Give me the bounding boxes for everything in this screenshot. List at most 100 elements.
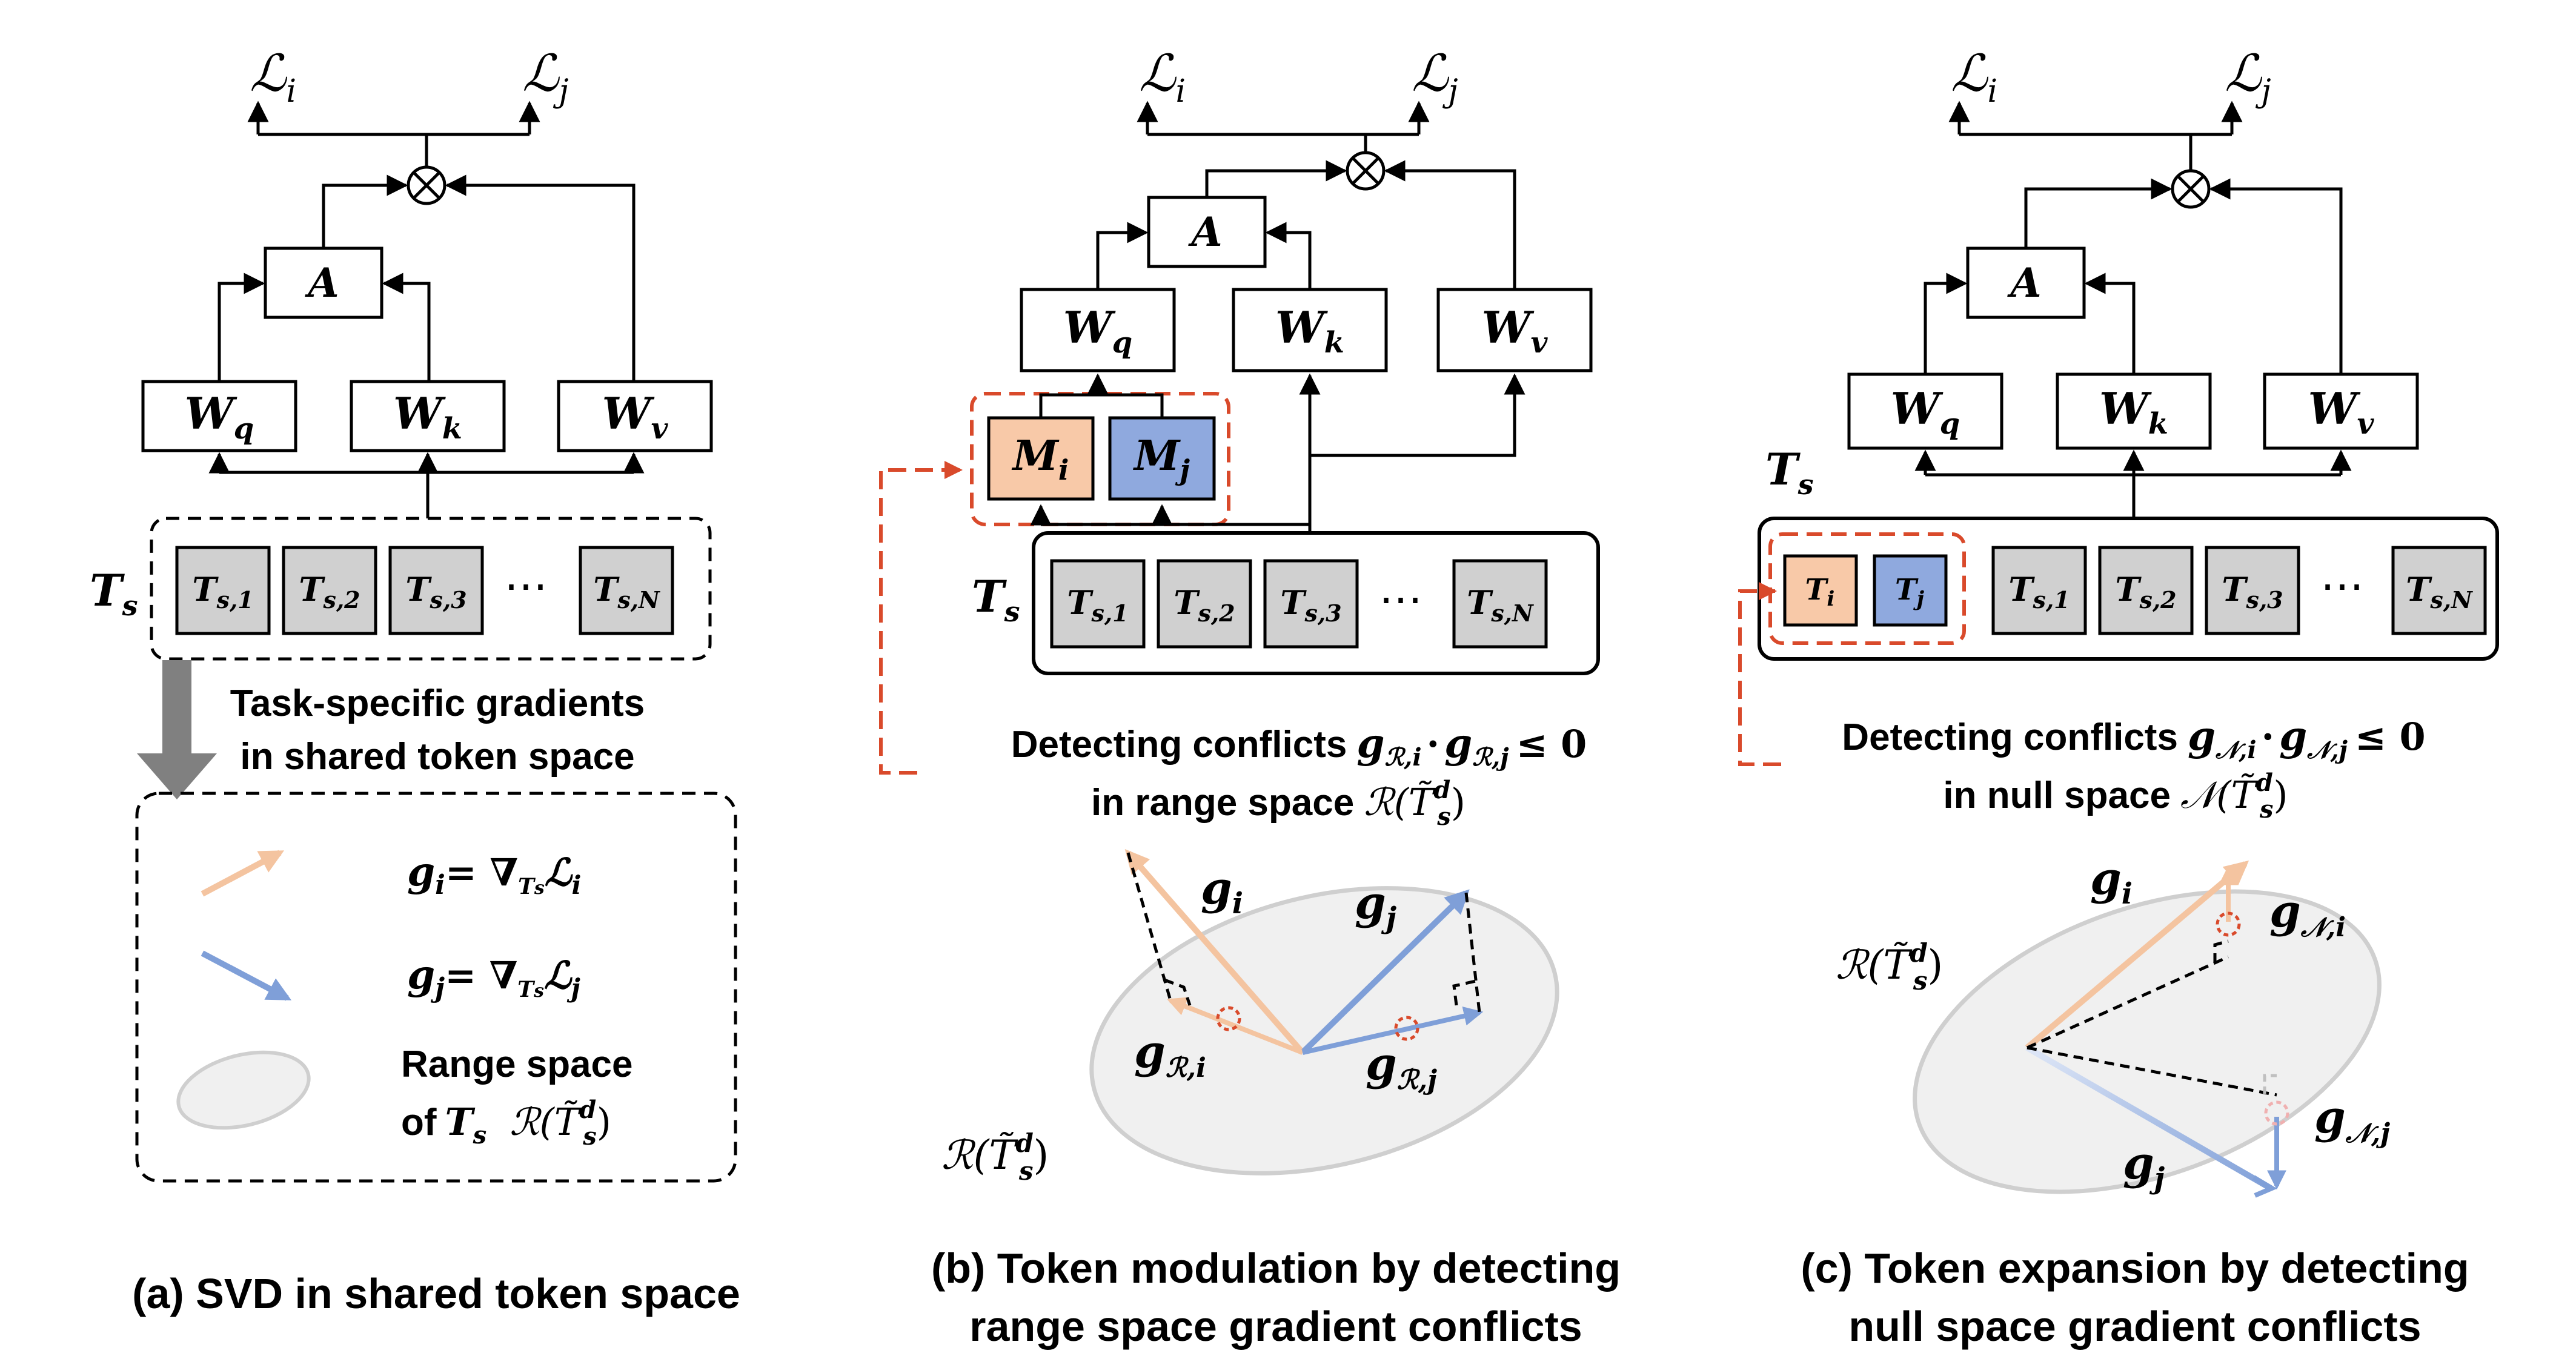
svg-text:Mj: Mj — [1133, 432, 1190, 486]
caption-a: (a) SVD in shared token space — [132, 1270, 740, 1317]
legend-gj: gj= ∇Tsℒj — [407, 951, 580, 1004]
shared-token-box-b — [1032, 531, 1600, 675]
svg-text:Ts,1: Ts,1 — [1067, 583, 1128, 627]
wk-box-c: Wk — [2056, 372, 2212, 450]
attention-box — [264, 246, 383, 319]
token-to-w-connectors — [208, 452, 645, 518]
gradient-note-line1: Task-specific gradients — [230, 683, 645, 724]
feedback-path-b — [879, 461, 963, 775]
grj-label-b: gℛ,j — [1366, 1038, 1437, 1096]
gj-arrow-b — [1300, 889, 1470, 1055]
svg-text:Ts,2: Ts,2 — [299, 570, 360, 613]
token-sN-c: Ts,N — [2391, 546, 2487, 635]
svg-text:Tj: Tj — [1895, 573, 1925, 611]
panel-c: ℒi ℒj A Wq Wk — [1738, 44, 2499, 1350]
panel-b: ℒi ℒj A Wq Wk — [879, 44, 1621, 1350]
attention-connectors-b — [1205, 160, 1516, 289]
svg-text:Wv: Wv — [2308, 383, 2375, 441]
gi-label-b: gi — [1201, 862, 1243, 921]
conflict-marker-j-b — [1394, 1016, 1419, 1041]
legend-blue-arrow — [201, 950, 292, 1001]
token-ellipsis-a: ⋯ — [504, 560, 548, 611]
svg-text:Ts,N: Ts,N — [2406, 570, 2473, 613]
wq-box-c: Wq — [1847, 372, 2003, 450]
ts-label-b: Ts — [972, 570, 1020, 628]
loss-j-label-b: ℒj — [1412, 44, 1458, 110]
conflict-marker-i-c — [2216, 911, 2241, 937]
svg-text:Ts,1: Ts,1 — [192, 570, 253, 613]
caption-b-line1: (b) Token modulation by detecting — [931, 1245, 1621, 1292]
mj-box: Mj — [1108, 416, 1216, 501]
token-to-w-connectors-c — [1914, 449, 2352, 518]
ti-box: Ti — [1783, 554, 1858, 627]
right-angle-mark-c — [2263, 1074, 2277, 1094]
attention-box-b — [1147, 196, 1267, 268]
gradient-note-line2: in shared token space — [240, 736, 634, 778]
loss-arrows-c — [1948, 101, 2243, 171]
svg-text:Ts,2: Ts,2 — [2115, 570, 2176, 613]
svg-text:Wq: Wq — [1063, 302, 1132, 360]
loss-i-label-b: ℒi — [1139, 44, 1186, 110]
token-s3-b: Ts,3 — [1263, 559, 1359, 649]
gi-arrow-b — [1124, 848, 1305, 1055]
svg-text:Wv: Wv — [602, 388, 669, 446]
attention-label-b: A — [1187, 208, 1222, 256]
svg-text:Wk: Wk — [393, 388, 462, 446]
svg-text:Ts,N: Ts,N — [1467, 583, 1534, 627]
svg-text:Wq: Wq — [185, 388, 254, 446]
w-connectors — [217, 273, 431, 382]
loss-i-label: ℒi — [250, 44, 296, 110]
svg-text:Wk: Wk — [1275, 302, 1344, 360]
loss-i-label-c: ℒi — [1951, 44, 1997, 110]
gni-label-c: g𝒩,i — [2269, 885, 2346, 943]
legend-gi: gi= ∇Tsℒi — [407, 848, 581, 901]
attention-connectors — [322, 174, 636, 382]
svg-text:Ts,1: Ts,1 — [2008, 570, 2070, 613]
token-sN-b: Ts,N — [1452, 559, 1548, 649]
multiply-op-icon-c — [2171, 169, 2211, 209]
token-s3-c: Ts,3 — [2205, 546, 2300, 635]
legend-box — [135, 792, 737, 1183]
legend-range-line1: Range space — [401, 1043, 633, 1085]
wq-box-b: Wq — [1020, 288, 1176, 372]
wv-box: Wv — [557, 380, 713, 452]
svg-text:Ts,3: Ts,3 — [405, 570, 466, 613]
wv-box-c: Wv — [2263, 372, 2419, 450]
svg-text:Mi: Mi — [1012, 432, 1069, 486]
wk-box-b: Wk — [1232, 288, 1388, 372]
loss-j-label: ℒj — [522, 44, 569, 110]
panel-a: ℒi ℒj A Wq Wk — [90, 44, 740, 1317]
gi-label-c: gi — [2090, 853, 2133, 911]
token-s1: Ts,1 — [175, 546, 271, 635]
svg-text:Ts,2: Ts,2 — [1173, 583, 1235, 627]
projection-lines-b — [1126, 852, 1481, 1013]
token-s2-b: Ts,2 — [1157, 559, 1252, 649]
svg-text:Ts,3: Ts,3 — [1280, 583, 1341, 627]
token-s1-b: Ts,1 — [1050, 559, 1146, 649]
w-connectors-b — [1096, 222, 1312, 289]
token-ellipsis-b: ⋯ — [1379, 574, 1422, 624]
w-connectors-c — [1924, 273, 2136, 374]
gi-arrow-c — [2025, 860, 2249, 1050]
svg-text:Ts,3: Ts,3 — [2222, 570, 2283, 613]
attention-connectors-c — [2024, 178, 2343, 374]
svg-text:Wq: Wq — [1891, 383, 1960, 441]
shared-token-box — [150, 517, 712, 661]
tj-box: Tj — [1873, 554, 1948, 627]
svg-text:Ts,N: Ts,N — [593, 570, 660, 613]
svg-text:Ti: Ti — [1805, 573, 1835, 611]
attention-box-c — [1966, 246, 2086, 319]
wk-box: Wk — [350, 380, 506, 452]
wv-box-b: Wv — [1436, 288, 1593, 372]
gj-arrow-c — [2025, 1045, 2272, 1191]
loss-j-label-c: ℒj — [2225, 44, 2271, 110]
m-connectors — [1030, 373, 1525, 533]
token-s1-c: Ts,1 — [1991, 546, 2087, 635]
